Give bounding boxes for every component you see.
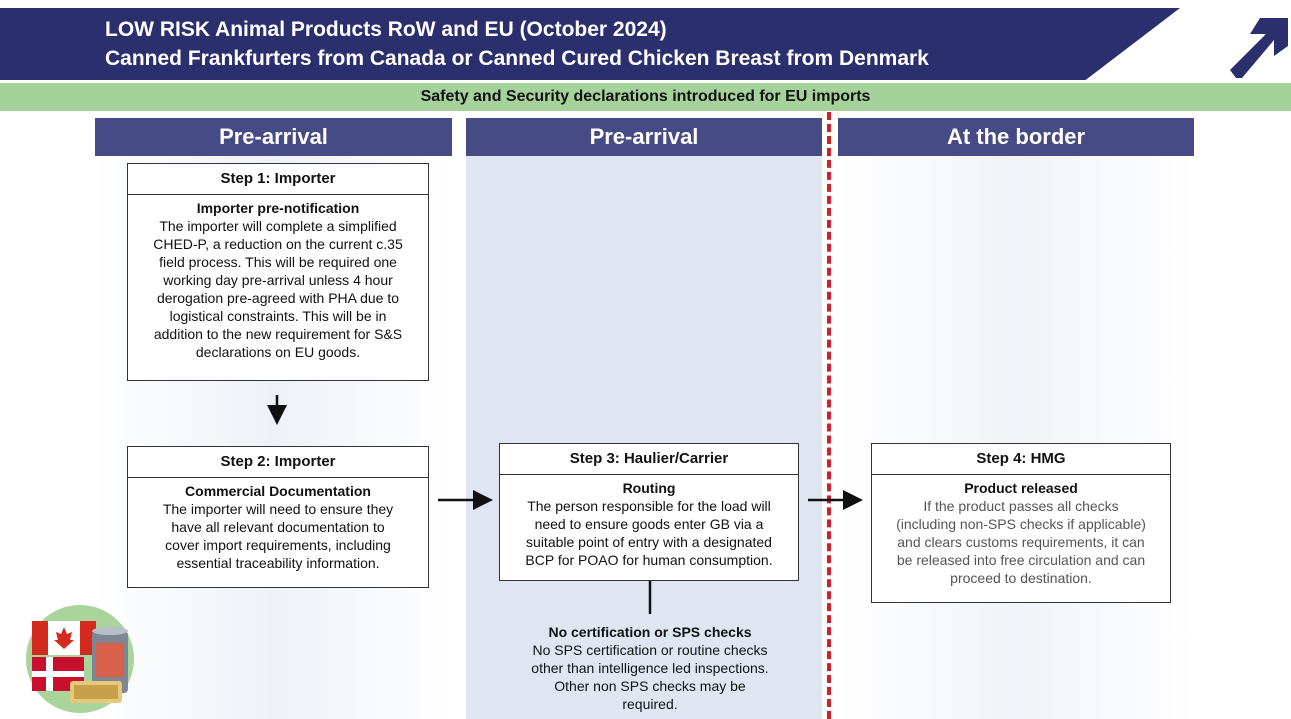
column-header-pre-arrival-2: Pre-arrival (466, 118, 822, 156)
step-2-box: Step 2: Importer Commercial Documentatio… (127, 446, 429, 588)
step-1-text-line: declarations on EU goods. (195, 344, 361, 360)
step-1-text-line: field process. This will be required one (159, 254, 397, 270)
step-3-text-line: BCP for POAO for human consumption. (525, 552, 773, 568)
note-text-line: No SPS certification or routine checks (532, 642, 768, 658)
column-3-background (838, 118, 1194, 719)
step-2-title: Step 2: Importer (128, 447, 428, 478)
canada-denmark-products-icon (26, 605, 134, 713)
canada-flag-icon (32, 621, 96, 655)
step-3-subtitle: Routing (622, 480, 676, 496)
chicken-pack-icon (70, 681, 122, 703)
column-2-background (466, 118, 822, 719)
canned-food-icon (92, 627, 128, 693)
step-1-box: Step 1: Importer Importer pre-notificati… (127, 163, 429, 381)
step-3-text-line: The person responsible for the load will (527, 498, 771, 514)
step-2-text-line: have all relevant documentation to (171, 519, 385, 535)
border-divider-line (827, 112, 831, 719)
note-text-line: Other non SPS checks may be (554, 678, 746, 694)
step-2-text-line: The importer will need to ensure they (162, 501, 394, 517)
step-3-box: Step 3: Haulier/Carrier Routing The pers… (499, 443, 799, 581)
note-text-line: required. (622, 696, 678, 712)
header: LOW RISK Animal Products RoW and EU (Oct… (0, 0, 1291, 80)
step-4-title: Step 4: HMG (872, 444, 1170, 475)
banner-text: Safety and Security declarations introdu… (420, 88, 871, 105)
step-1-text-line: addition to the new requirement for S&S (153, 326, 403, 342)
step-3-title: Step 3: Haulier/Carrier (500, 444, 798, 475)
step-2-text-line: essential traceability information. (176, 555, 380, 571)
step-4-text-line: be released into free circulation and ca… (896, 552, 1146, 568)
step-2-text-line: cover import requirements, including (165, 537, 391, 553)
step-1-text-line: The importer will complete a simplified (159, 218, 397, 234)
column-header-pre-arrival-1: Pre-arrival (95, 118, 452, 156)
step-4-text-line: If the product passes all checks (923, 498, 1119, 514)
step-4-text-line: (including non-SPS checks if applicable) (896, 516, 1146, 532)
step-3-text-line: suitable point of entry with a designate… (526, 534, 772, 550)
header-band (0, 8, 1180, 80)
no-checks-note: No certification or SPS checks No SPS ce… (500, 623, 800, 713)
step-4-box: Step 4: HMG Product released If the prod… (871, 443, 1171, 603)
step-4-subtitle: Product released (964, 480, 1078, 496)
column-header-at-the-border: At the border (838, 118, 1194, 156)
step-1-title: Step 1: Importer (128, 164, 428, 195)
step-4-text-line: and clears customs requirements, it can (897, 534, 1145, 550)
step-1-subtitle: Importer pre-notification (196, 200, 360, 216)
safety-security-banner: Safety and Security declarations introdu… (0, 83, 1291, 111)
step-1-text-line: CHED-P, a reduction on the current c.35 (153, 236, 403, 252)
step-2-subtitle: Commercial Documentation (185, 483, 371, 499)
page-subtitle: Canned Frankfurters from Canada or Canne… (105, 47, 929, 70)
note-title: No certification or SPS checks (548, 624, 752, 640)
note-text-line: other than intelligence led inspections. (531, 660, 769, 676)
step-3-text-line: need to ensure goods enter GB via a (534, 516, 764, 532)
arrow-up-right-icon (1230, 18, 1288, 78)
step-1-text-line: logistical constraints. This will be in (169, 308, 387, 324)
step-1-text-line: working day pre-arrival unless 4 hour (163, 272, 393, 288)
step-1-text-line: derogation pre-agreed with PHA due to (156, 290, 400, 306)
page-title: LOW RISK Animal Products RoW and EU (Oct… (105, 18, 667, 41)
step-4-text-line: proceed to destination. (950, 570, 1092, 586)
